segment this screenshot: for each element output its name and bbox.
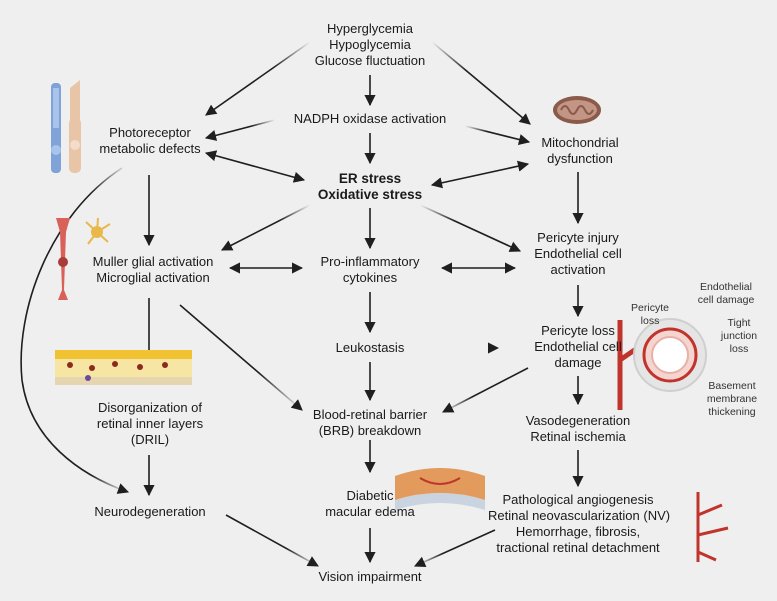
- arrow-nadph-mito: [464, 125, 531, 145]
- neovascularization-icon: [696, 492, 729, 562]
- arrow-angio-vision: [413, 529, 496, 567]
- arrow-er-pericyte: [419, 204, 522, 252]
- arrow-nadph-photoreceptor: [204, 119, 276, 141]
- node-brb: Blood-retinal barrier(BRB) breakdown: [312, 407, 428, 438]
- microglia-icon: [85, 217, 111, 245]
- macula-icon: [395, 468, 485, 510]
- arrow-er-glial: [221, 204, 311, 251]
- node-vision: Vision impairment: [318, 569, 422, 584]
- muller-cell-icon: [56, 218, 70, 300]
- arrow-glial-brb: [179, 304, 303, 411]
- node-neurodegeneration: Neurodegeneration: [94, 504, 206, 519]
- arrow-er-mito: [430, 160, 530, 189]
- arrow-photoreceptor-er: [204, 150, 306, 183]
- arrow-glucose-photoreceptor: [205, 41, 311, 116]
- node-leukostasis: Leukostasis: [335, 340, 405, 355]
- arrow-neuro-vision: [225, 514, 319, 567]
- vessel-cross-section-icon: [617, 318, 707, 410]
- retina-layers-icon: [55, 350, 192, 385]
- photoreceptor-icon: [51, 80, 81, 173]
- arrow-pericyte-loss-brb: [442, 367, 529, 413]
- node-nadph: NADPH oxidase activation: [293, 111, 447, 126]
- mitochondrion-icon: [553, 96, 601, 124]
- arrow-glucose-mito: [431, 41, 531, 125]
